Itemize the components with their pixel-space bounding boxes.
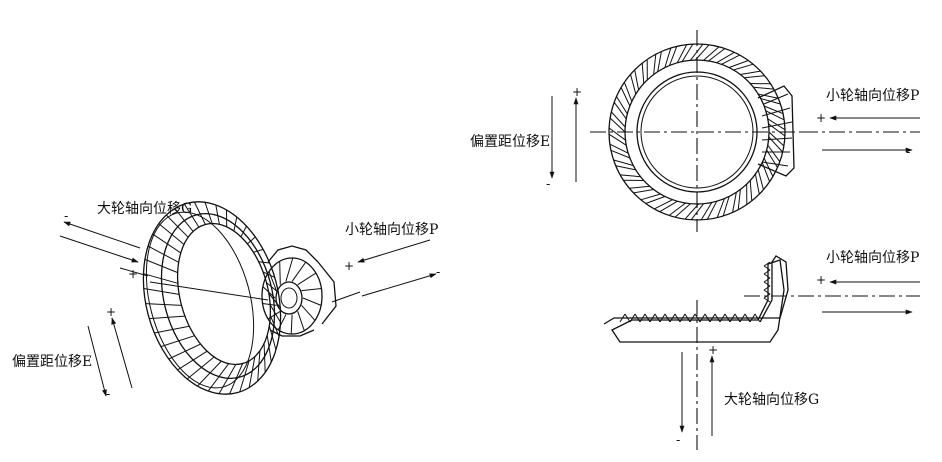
- minus-sign: -: [906, 145, 910, 159]
- offset-label-right: 偏置距位移E: [470, 134, 550, 150]
- large-gear-axial-label-right: 大轮轴向位移G: [724, 392, 819, 408]
- plus-sign: +: [572, 85, 582, 99]
- minus-sign: -: [676, 433, 680, 447]
- right-front-view: + - 小轮轴向位移P + - 偏置距位移E: [470, 30, 920, 232]
- plus-sign: +: [816, 111, 826, 125]
- plus-sign: +: [128, 267, 138, 281]
- minus-sign: -: [546, 177, 550, 191]
- minus-sign: -: [64, 209, 68, 223]
- pinion-axial-label-bottom: 小轮轴向位移P: [826, 250, 919, 266]
- left-isometric-view: - + 大轮轴向位移G + - 小轮轴向位移P + - 偏置距位移E: [12, 186, 440, 409]
- large-gear-axial-label: 大轮轴向位移G: [97, 201, 192, 217]
- minus-sign: -: [906, 305, 910, 319]
- minus-sign: -: [436, 265, 440, 279]
- large-gear-axial-arrows-left: - + 大轮轴向位移G: [60, 201, 192, 281]
- offset-label: 偏置距位移E: [12, 354, 92, 370]
- plus-sign: +: [816, 273, 826, 287]
- pinion-axial-label-top: 小轮轴向位移P: [826, 88, 919, 104]
- right-section-view: + - 小轮轴向位移P + - 大轮轴向位移G: [604, 250, 920, 450]
- pinion-axial-arrows-left: + - 小轮轴向位移P: [332, 222, 440, 302]
- plus-sign: +: [106, 305, 116, 319]
- plus-sign: +: [344, 259, 354, 273]
- pinion-axial-label: 小轮轴向位移P: [345, 222, 438, 238]
- minus-sign: -: [106, 387, 110, 401]
- plus-sign: +: [708, 343, 718, 357]
- offset-arrows-left: + - 偏置距位移E: [12, 305, 132, 401]
